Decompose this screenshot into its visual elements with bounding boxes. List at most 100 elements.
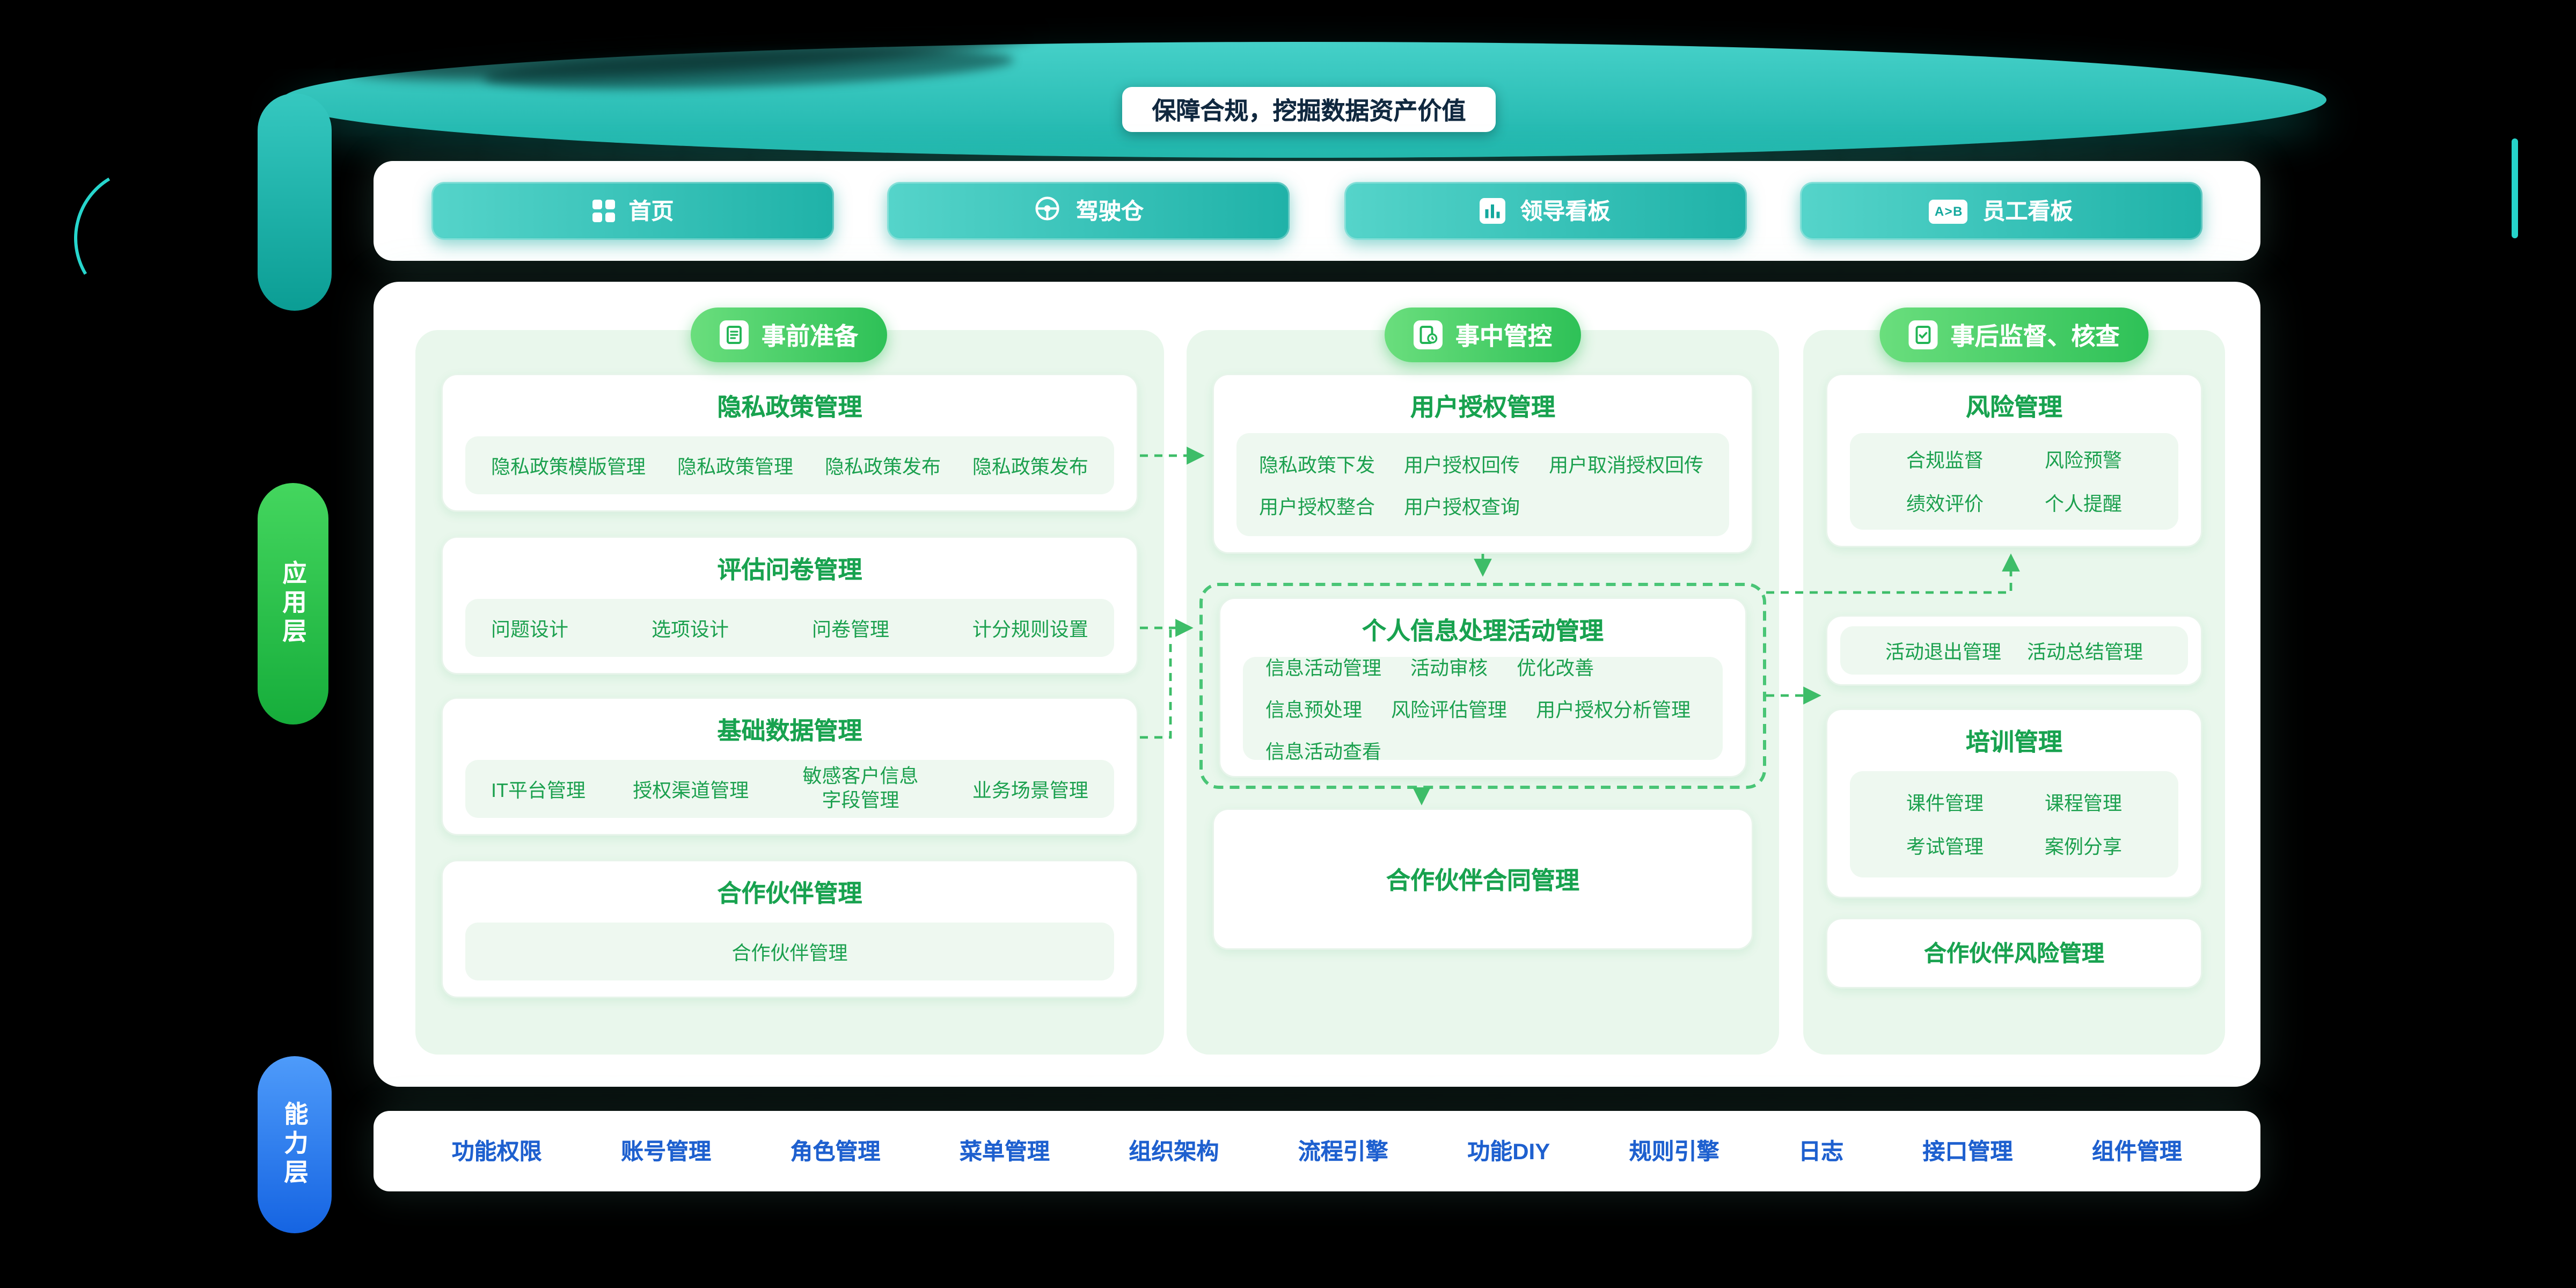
module-item: 隐私政策发布 xyxy=(972,455,1088,478)
decor-right-tick xyxy=(2512,138,2518,238)
card-basic-data-management: 基础数据管理 IT平台管理 授权渠道管理 敏感客户信息字段管理 业务场景管理 xyxy=(441,697,1138,836)
card-title: 隐私政策管理 xyxy=(717,394,862,422)
section-header-post-supervision: 事后监督、核查 xyxy=(1879,308,2149,362)
card-training-management: 培训管理 课件管理 课程管理 考试管理 案例分享 xyxy=(1826,708,2202,898)
card-items: 合规监督 风险预警 绩效评价 个人提醒 xyxy=(1850,433,2178,530)
section-header-pre-preparation: 事前准备 xyxy=(690,308,888,362)
ab-icon-text: A>B xyxy=(1934,203,1964,218)
section-header-label: 事后监督、核查 xyxy=(1950,323,2120,350)
column-post-supervision: 风险管理 合规监督 风险预警 绩效评价 个人提醒 活动退出管理 活动总结管理 培… xyxy=(1803,330,2225,1055)
page-title: 保障合规，挖掘数据资产价值 xyxy=(1122,87,1496,132)
module-item: 活动总结管理 xyxy=(2027,640,2143,663)
dashed-highlight-box: 个人信息处理活动管理 信息活动管理 活动审核 优化改善 信息预处理 风险评估管理… xyxy=(1199,583,1766,789)
card-items: 活动退出管理 活动总结管理 xyxy=(1840,626,2188,675)
nav-button-leader-dashboard[interactable]: 领导看板 xyxy=(1343,182,1746,240)
module-item: 信息活动管理 xyxy=(1265,656,1382,679)
card-items: 隐私政策模版管理 隐私政策管理 隐私政策发布 隐私政策发布 xyxy=(465,436,1114,494)
top-navbar: 首页 驾驶仓 领导看板 A xyxy=(374,161,2260,261)
nav-label: 领导看板 xyxy=(1520,198,1611,224)
module-item: 问题设计 xyxy=(491,617,569,640)
capability-item-permissions[interactable]: 功能权限 xyxy=(451,1138,542,1164)
capability-layer-label: 能力层 xyxy=(258,1056,332,1233)
card-questionnaire-management: 评估问卷管理 问题设计 选项设计 问卷管理 计分规则设置 xyxy=(441,536,1138,675)
card-personal-info-activity-management: 个人信息处理活动管理 信息活动管理 活动审核 优化改善 信息预处理 风险评估管理… xyxy=(1219,597,1747,778)
module-item: 活动退出管理 xyxy=(1885,640,2001,663)
module-item: 用户授权查询 xyxy=(1404,495,1520,518)
module-item: 信息预处理 xyxy=(1265,698,1363,721)
capability-item-diy[interactable]: 功能DIY xyxy=(1467,1138,1550,1164)
nav-label: 员工看板 xyxy=(1982,198,2073,224)
nav-label: 首页 xyxy=(628,198,674,224)
module-item: 隐私政策模版管理 xyxy=(491,455,646,478)
module-item: 考试管理 xyxy=(1906,836,1984,858)
column-in-process-control: 用户授权管理 隐私政策下发 用户授权回传 用户取消授权回传 用户授权整合 用户授… xyxy=(1187,330,1779,1055)
module-item: 信息活动查看 xyxy=(1265,740,1382,763)
nav-button-home[interactable]: 首页 xyxy=(431,182,834,240)
capability-item-org[interactable]: 组织架构 xyxy=(1129,1138,1219,1164)
card-partner-management: 合作伙伴管理 合作伙伴管理 xyxy=(441,860,1138,998)
capability-item-api[interactable]: 接口管理 xyxy=(1922,1138,2013,1164)
module-item: 用户授权回传 xyxy=(1404,453,1520,476)
module-item: IT平台管理 xyxy=(491,778,586,801)
card-partner-contract-management: 合作伙伴合同管理 xyxy=(1212,808,1753,950)
card-activity-exit-summary: 活动退出管理 活动总结管理 xyxy=(1826,615,2202,686)
module-item: 优化改善 xyxy=(1517,656,1594,679)
module-item: 计分规则设置 xyxy=(972,617,1088,640)
module-item: 用户取消授权回传 xyxy=(1549,453,1704,476)
ab-compare-icon: A>B xyxy=(1929,199,1968,223)
nav-button-cockpit[interactable]: 驾驶仓 xyxy=(887,182,1290,240)
layer-label-text: 能力层 xyxy=(281,1101,309,1188)
column-pre-preparation: 隐私政策管理 隐私政策模版管理 隐私政策管理 隐私政策发布 隐私政策发布 评估问… xyxy=(415,330,1164,1055)
module-item: 绩效评价 xyxy=(1906,493,1984,515)
card-title: 基础数据管理 xyxy=(717,718,862,745)
module-item: 隐私政策管理 xyxy=(677,455,794,478)
card-title: 个人信息处理活动管理 xyxy=(1362,618,1604,646)
card-items: 信息活动管理 活动审核 优化改善 信息预处理 风险评估管理 用户授权分析管理 信… xyxy=(1243,656,1723,763)
module-item: 用户授权分析管理 xyxy=(1536,698,1691,721)
capability-item-components[interactable]: 组件管理 xyxy=(2091,1138,2182,1164)
capability-bar: 功能权限 账号管理 角色管理 菜单管理 组织架构 流程引擎 功能DIY 规则引擎… xyxy=(374,1111,2260,1191)
card-title: 评估问卷管理 xyxy=(717,557,862,584)
module-item: 风险预警 xyxy=(2044,449,2122,472)
capability-item-workflow[interactable]: 流程引擎 xyxy=(1298,1138,1388,1164)
section-header-in-process-control: 事中管控 xyxy=(1384,308,1582,362)
card-items: 隐私政策下发 用户授权回传 用户取消授权回传 用户授权整合 用户授权查询 xyxy=(1236,433,1729,536)
card-items: 问题设计 选项设计 问卷管理 计分规则设置 xyxy=(465,599,1114,657)
bar-chart-icon xyxy=(1480,198,1506,224)
module-item: 隐私政策发布 xyxy=(824,455,941,478)
clipboard-clock-icon xyxy=(1413,320,1443,349)
capability-item-roles[interactable]: 角色管理 xyxy=(790,1138,881,1164)
card-title: 合作伙伴管理 xyxy=(717,881,862,908)
capability-item-menus[interactable]: 菜单管理 xyxy=(959,1138,1050,1164)
card-title: 培训管理 xyxy=(1965,729,2062,757)
nav-button-employee-dashboard[interactable]: A>B 员工看板 xyxy=(1799,182,2202,240)
module-item: 合作伙伴管理 xyxy=(731,941,848,964)
application-layer-label: 应用层 xyxy=(258,483,328,724)
grid-icon xyxy=(591,200,614,222)
module-item: 选项设计 xyxy=(651,617,729,640)
document-icon xyxy=(719,320,749,349)
module-item: 合规监督 xyxy=(1906,449,1984,472)
module-item: 敏感客户信息字段管理 xyxy=(802,765,919,811)
capability-item-accounts[interactable]: 账号管理 xyxy=(621,1138,712,1164)
card-items: 合作伙伴管理 xyxy=(465,923,1114,980)
module-item: 个人提醒 xyxy=(2044,493,2122,515)
module-item: 课件管理 xyxy=(1906,792,1984,815)
card-partner-risk-management: 合作伙伴风险管理 xyxy=(1826,918,2202,989)
capability-item-logs[interactable]: 日志 xyxy=(1798,1138,1844,1164)
card-items: 课件管理 课程管理 考试管理 案例分享 xyxy=(1850,771,2178,877)
section-header-label: 事前准备 xyxy=(761,323,859,350)
card-title: 风险管理 xyxy=(1965,394,2062,422)
module-item: 授权渠道管理 xyxy=(633,778,749,801)
card-risk-management: 风险管理 合规监督 风险预警 绩效评价 个人提醒 xyxy=(1826,374,2202,547)
module-item: 隐私政策下发 xyxy=(1259,453,1375,476)
card-user-authorization-management: 用户授权管理 隐私政策下发 用户授权回传 用户取消授权回传 用户授权整合 用户授… xyxy=(1212,374,1753,554)
checklist-icon xyxy=(1908,320,1938,349)
card-privacy-policy-management: 隐私政策管理 隐私政策模版管理 隐私政策管理 隐私政策发布 隐私政策发布 xyxy=(441,374,1138,512)
module-item: 案例分享 xyxy=(2044,836,2122,858)
nav-label: 驾驶仓 xyxy=(1075,198,1144,224)
card-title: 合作伙伴合同管理 xyxy=(1386,867,1579,895)
capability-item-rules[interactable]: 规则引擎 xyxy=(1629,1138,1719,1164)
card-title: 用户授权管理 xyxy=(1410,394,1555,422)
